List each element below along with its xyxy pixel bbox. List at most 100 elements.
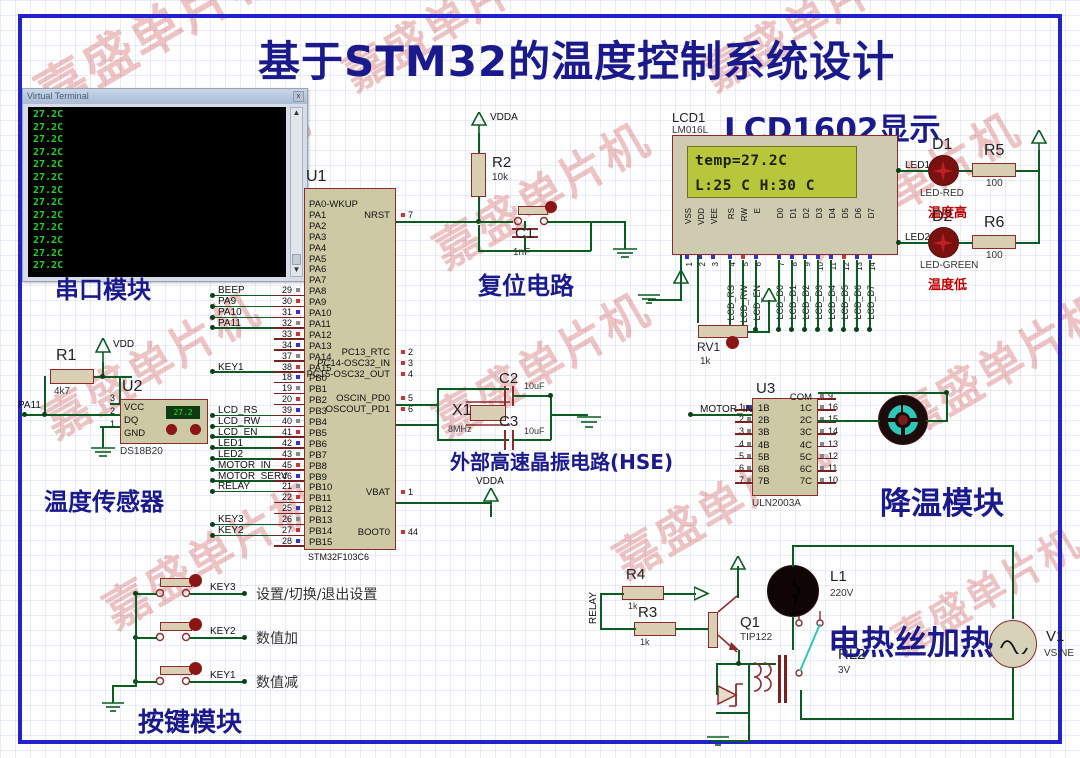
junction-dot: [210, 521, 215, 527]
wire: [212, 458, 274, 460]
junction-dot: [210, 478, 215, 483]
wire: [135, 593, 157, 595]
mcu-pin-number: 46: [282, 470, 293, 481]
mcu-pin-terminal: [401, 350, 405, 354]
junction-dot: [133, 591, 138, 596]
wire: [735, 421, 753, 423]
resistor-body[interactable]: [972, 235, 1016, 249]
lcd-pin-name: RW: [740, 208, 749, 222]
resistor-r4-body[interactable]: [622, 586, 664, 600]
resistor-value: 100: [986, 178, 1003, 189]
mcu-pin-terminal: [401, 213, 405, 217]
mcu-pin-name: OSCOUT_PD1: [325, 404, 390, 415]
uln-body[interactable]: [752, 398, 818, 496]
close-icon[interactable]: x: [293, 91, 304, 102]
source-v1[interactable]: [989, 620, 1037, 668]
wire: [513, 439, 551, 441]
chevron-down-icon[interactable]: ▼: [292, 265, 301, 274]
resistor-r2-body[interactable]: [471, 153, 486, 197]
junction-dot: [210, 314, 215, 320]
mcu-net-label: PA9: [218, 296, 237, 308]
sensor-pin-number: 3: [110, 393, 116, 403]
led-net-label: LED1: [905, 160, 931, 171]
mcu-pin-number: 33: [282, 328, 293, 339]
terminal-line: 27.2C: [33, 109, 64, 120]
mcu-pin-number: 34: [282, 339, 293, 350]
uln-pin-number: 2: [739, 414, 745, 425]
mcu-net-label: LCD_RS: [218, 405, 258, 417]
junction-dot: [210, 303, 215, 309]
resistor-r1-body[interactable]: [50, 369, 94, 384]
mcu-pin-number: 31: [282, 307, 293, 317]
potentiometer-knob[interactable]: [726, 336, 739, 349]
vdda-label-hse: VDDA: [476, 476, 504, 487]
capacitor-c3-plate[interactable]: [504, 430, 506, 450]
junction-dot: [100, 374, 105, 379]
junction-dot: [944, 390, 949, 395]
capacitor-c1-plate[interactable]: [512, 228, 538, 230]
wire: [212, 469, 274, 471]
wire: [110, 403, 122, 405]
mcu-pin-number: 4: [408, 369, 414, 379]
wire: [735, 470, 753, 472]
source-v1-ref: V1: [1046, 628, 1065, 645]
wire: [212, 436, 274, 438]
mcu-pin-number: 38: [282, 361, 293, 372]
mcu-pin-number: 44: [408, 527, 419, 537]
motor-in-net-label: MOTOR_IN: [700, 404, 753, 415]
resistor-r2-value: 10k: [492, 172, 509, 183]
wire: [274, 469, 304, 471]
mcu-pin-terminal: [401, 396, 405, 400]
mcu-pin-number: 41: [282, 426, 293, 437]
virtual-terminal-scrollbar[interactable]: ▲ ▼: [290, 107, 303, 277]
transistor-q1-body[interactable]: [708, 612, 718, 648]
flyback-diode-icon[interactable]: [712, 682, 746, 708]
lcd-net-label: LCD_D5: [840, 285, 850, 320]
terminal-line: 27.2C: [33, 234, 64, 246]
junction-dot: [548, 393, 553, 398]
mcu-pin-number: 28: [282, 535, 293, 546]
mcu-pin-number: 37: [282, 350, 293, 361]
mcu-ref: U1: [306, 168, 327, 185]
capacitor-c2-plate[interactable]: [504, 386, 506, 406]
relay-coil-icon[interactable]: [752, 655, 796, 695]
wire: [190, 637, 244, 639]
mcu-pin-terminal: [296, 310, 300, 314]
wire: [274, 305, 304, 308]
transistor-q1-leads: [717, 595, 739, 653]
potentiometer-rv1-body[interactable]: [698, 325, 748, 338]
junction-dot: [210, 445, 215, 451]
wire: [20, 414, 120, 416]
wire: [830, 260, 832, 330]
scrollbar-thumb[interactable]: [292, 254, 301, 265]
wire: [212, 305, 274, 308]
resistor-body[interactable]: [972, 163, 1016, 177]
wire: [748, 331, 770, 333]
mcu-pin-name: PA4: [309, 242, 327, 254]
wire: [190, 681, 244, 683]
wire: [212, 490, 274, 493]
mcu-pin-name: PB1: [309, 384, 327, 396]
resistor-r3-body[interactable]: [634, 622, 676, 636]
lcd-pin-terminal: [711, 255, 715, 259]
lcd-pin-name: D0: [776, 208, 785, 219]
module-label-heater: 电热丝加热: [828, 623, 993, 662]
junction-dot: [210, 488, 215, 494]
terminal-line: 27.2C: [33, 146, 64, 158]
lcd-pin-number: 3: [711, 262, 720, 267]
sensor-pin-number: 1: [110, 419, 116, 429]
crystal-x1-body[interactable]: [470, 405, 506, 421]
key-net-label: KEY3: [210, 582, 236, 593]
wire: [274, 294, 304, 297]
wire: [274, 414, 304, 417]
ground-icon: [91, 447, 115, 457]
lcd-pin-terminal: [698, 255, 702, 259]
mcu-body[interactable]: [304, 188, 396, 550]
lcd-pin-terminal: [728, 255, 732, 259]
wire: [729, 260, 731, 330]
module-label-serial: 串口模块: [55, 276, 151, 304]
chevron-up-icon[interactable]: ▲: [292, 108, 301, 117]
mcu-pin-number: 5: [408, 393, 414, 403]
